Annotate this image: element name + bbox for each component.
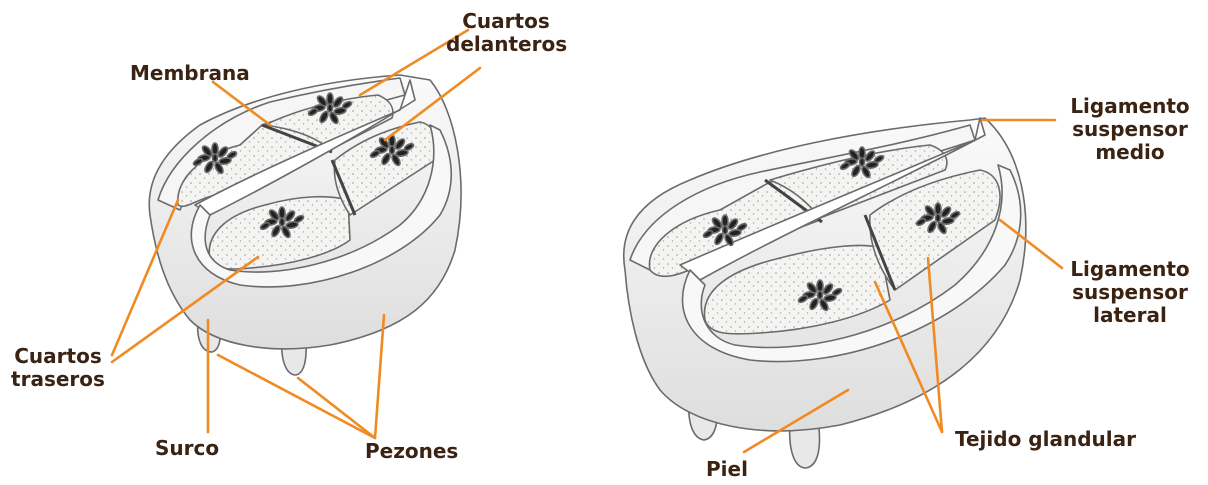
label-cuartos-delanteros: Cuartos delanteros xyxy=(446,10,566,56)
right-udder-drawing xyxy=(624,118,1026,468)
label-cuartos-delanteros-line1: Cuartos xyxy=(446,10,566,33)
label-ligamento-medio-line1: Ligamento xyxy=(1056,95,1204,118)
leader-pezones-3 xyxy=(375,315,384,438)
label-ligamento-medio-line3: medio xyxy=(1056,141,1204,164)
left-udder-drawing xyxy=(149,75,461,375)
label-ligamento-lateral-line2: suspensor xyxy=(1056,281,1204,304)
label-cuartos-traseros-line1: Cuartos xyxy=(8,345,108,368)
label-cuartos-traseros: Cuartos traseros xyxy=(8,345,108,391)
label-cuartos-traseros-line2: traseros xyxy=(8,368,108,391)
label-pezones: Pezones xyxy=(365,440,458,463)
label-ligamento-lateral-line3: lateral xyxy=(1056,304,1204,327)
label-surco: Surco xyxy=(155,437,219,460)
label-piel: Piel xyxy=(706,458,748,481)
label-membrana: Membrana xyxy=(130,62,250,85)
label-cuartos-delanteros-line2: delanteros xyxy=(446,33,566,56)
label-ligamento-suspensor-medio: Ligamento suspensor medio xyxy=(1056,95,1204,164)
label-ligamento-lateral-line1: Ligamento xyxy=(1056,258,1204,281)
label-ligamento-suspensor-lateral: Ligamento suspensor lateral xyxy=(1056,258,1204,327)
label-ligamento-medio-line2: suspensor xyxy=(1056,118,1204,141)
leader-pezones-2 xyxy=(298,378,375,438)
label-tejido-glandular: Tejido glandular xyxy=(955,428,1136,451)
